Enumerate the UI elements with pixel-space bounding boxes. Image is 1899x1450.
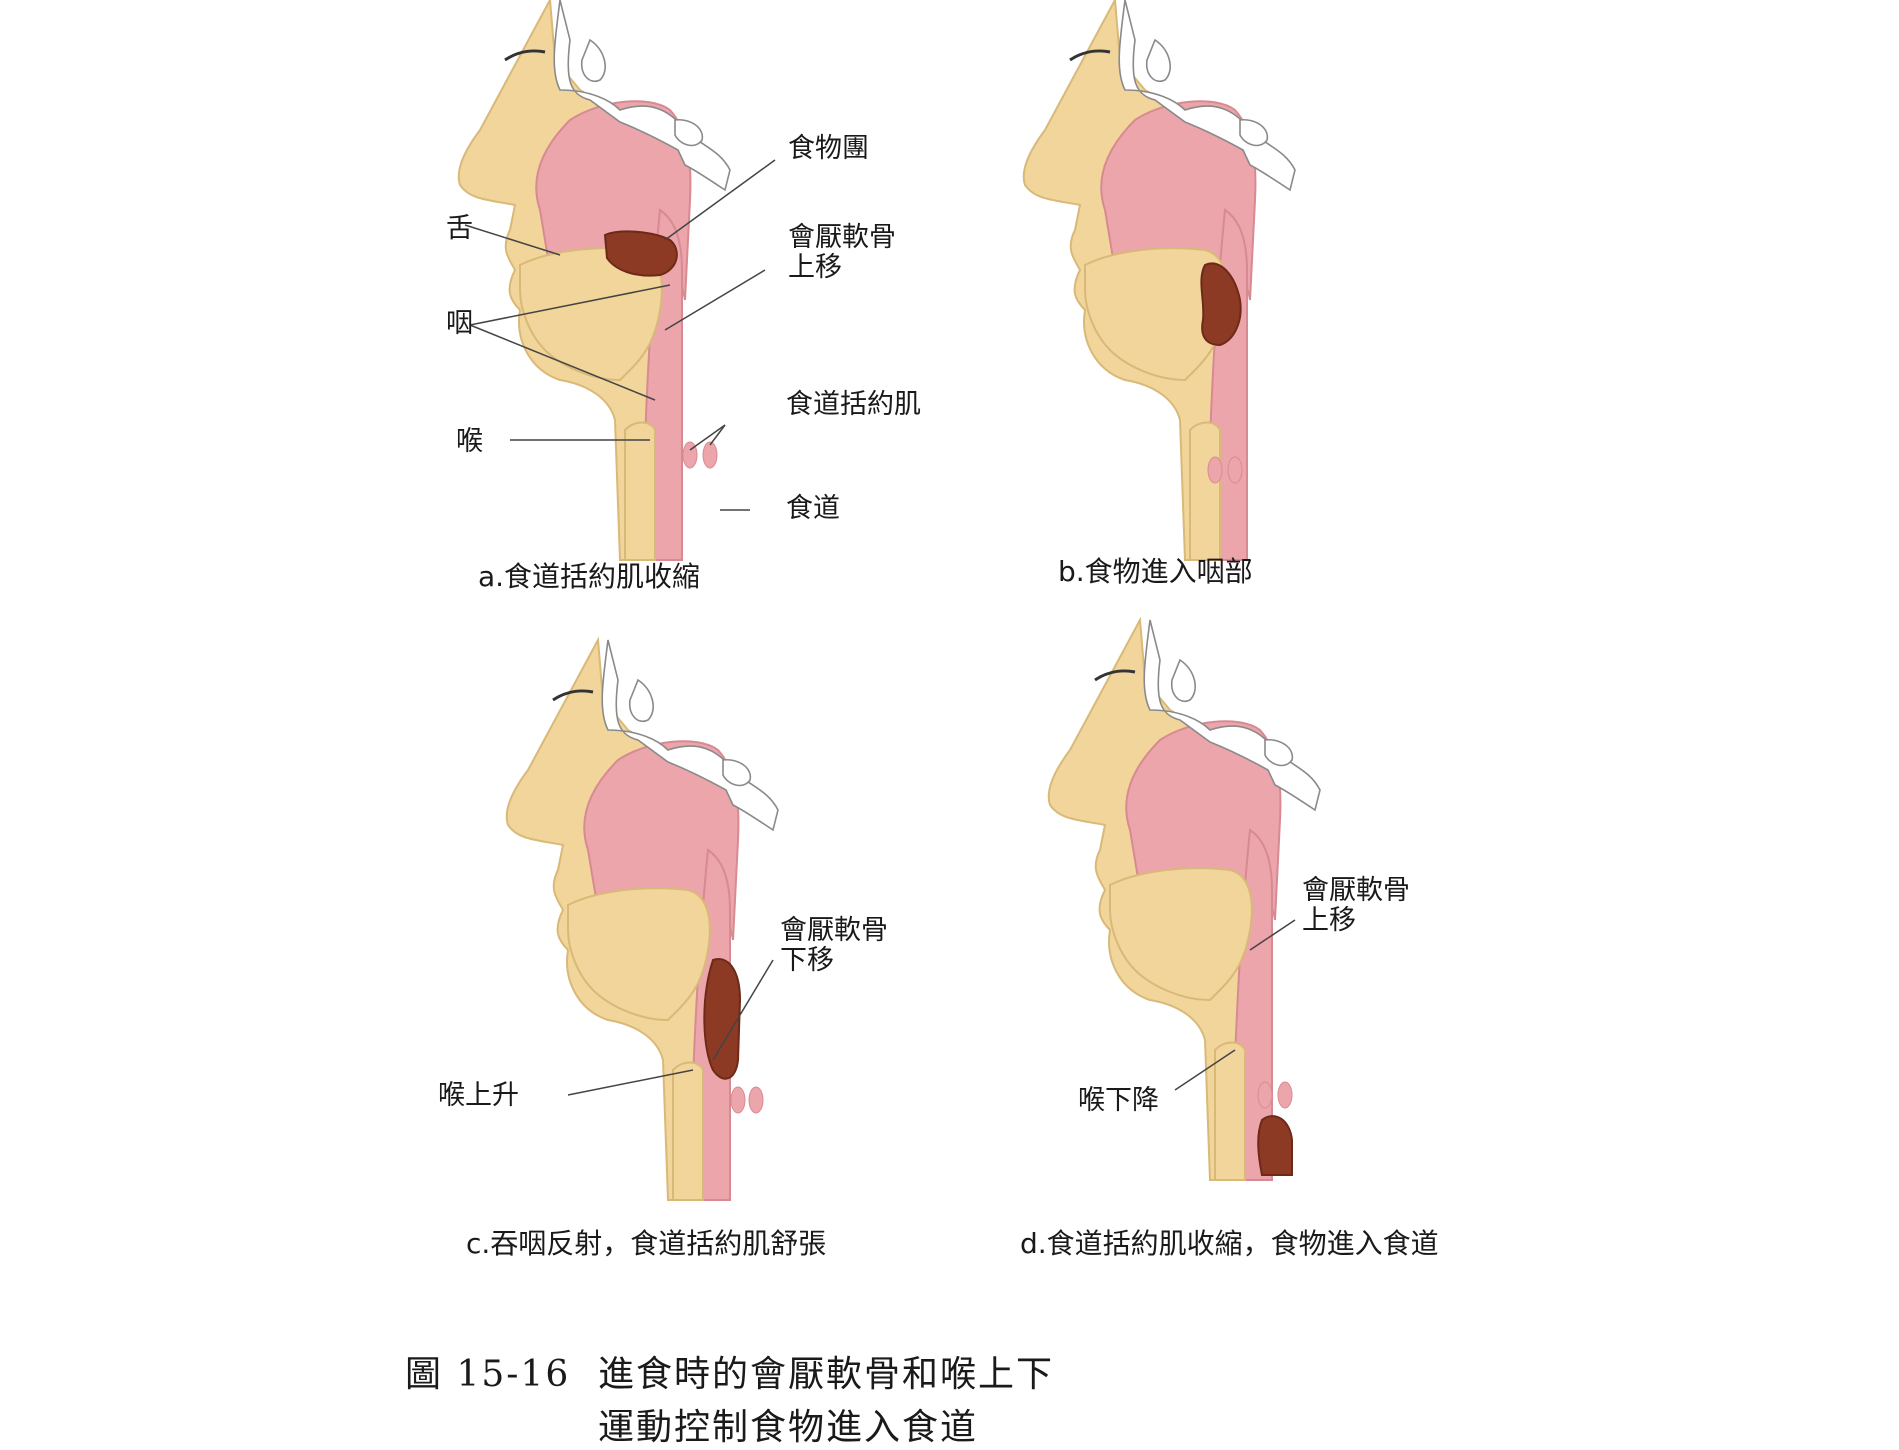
label-larynx-rise: 喉上升 — [438, 1080, 519, 1111]
panel-a: 食物團 會厭軟骨 上移 舌 咽 喉 食道括約肌 食道 — [420, 0, 1020, 600]
label-tongue: 舌 — [446, 213, 473, 244]
label-bolus: 食物團 — [788, 133, 869, 164]
figure-title-line1: 進食時的會厭軟骨和喉上下 — [598, 1354, 1055, 1395]
figure-title-line2: 運動控制食物進入食道 — [598, 1407, 979, 1448]
label-esophagus: 食道 — [786, 493, 840, 524]
panel-d-illustration — [1047, 618, 1322, 1182]
caption-c: c.吞咽反射，食道括約肌舒張 — [466, 1227, 827, 1260]
label-larynx: 喉 — [456, 426, 483, 457]
label-epiglottis: 會厭軟骨 — [780, 915, 888, 946]
panel-c-illustration — [505, 638, 780, 1202]
panel-c: 會厭軟骨 下移 喉上升 — [438, 638, 1068, 1240]
caption-b: b.食物進入咽部 — [1058, 555, 1253, 588]
panel-b — [985, 0, 1585, 600]
label-epiglottis-move: 下移 — [780, 945, 834, 976]
panel-b-illustration — [1022, 0, 1297, 562]
panel-a-illustration — [457, 0, 776, 562]
caption-d: d.食道括約肌收縮，食物進入食道 — [1020, 1227, 1439, 1260]
figure-number: 圖 15-16 — [405, 1354, 571, 1395]
caption-a: a.食道括約肌收縮 — [478, 560, 701, 593]
label-epiglottis-move: 上移 — [1302, 905, 1356, 936]
label-pharynx: 咽 — [446, 308, 473, 339]
label-epiglottis: 會厭軟骨 — [1302, 875, 1410, 906]
label-epiglottis: 會厭軟骨 — [788, 222, 896, 253]
label-sphincter: 食道括約肌 — [786, 389, 921, 420]
label-epiglottis-move: 上移 — [788, 252, 842, 283]
label-larynx-fall: 喉下降 — [1078, 1085, 1159, 1116]
panel-d: 會厭軟骨 上移 喉下降 — [1010, 618, 1610, 1220]
